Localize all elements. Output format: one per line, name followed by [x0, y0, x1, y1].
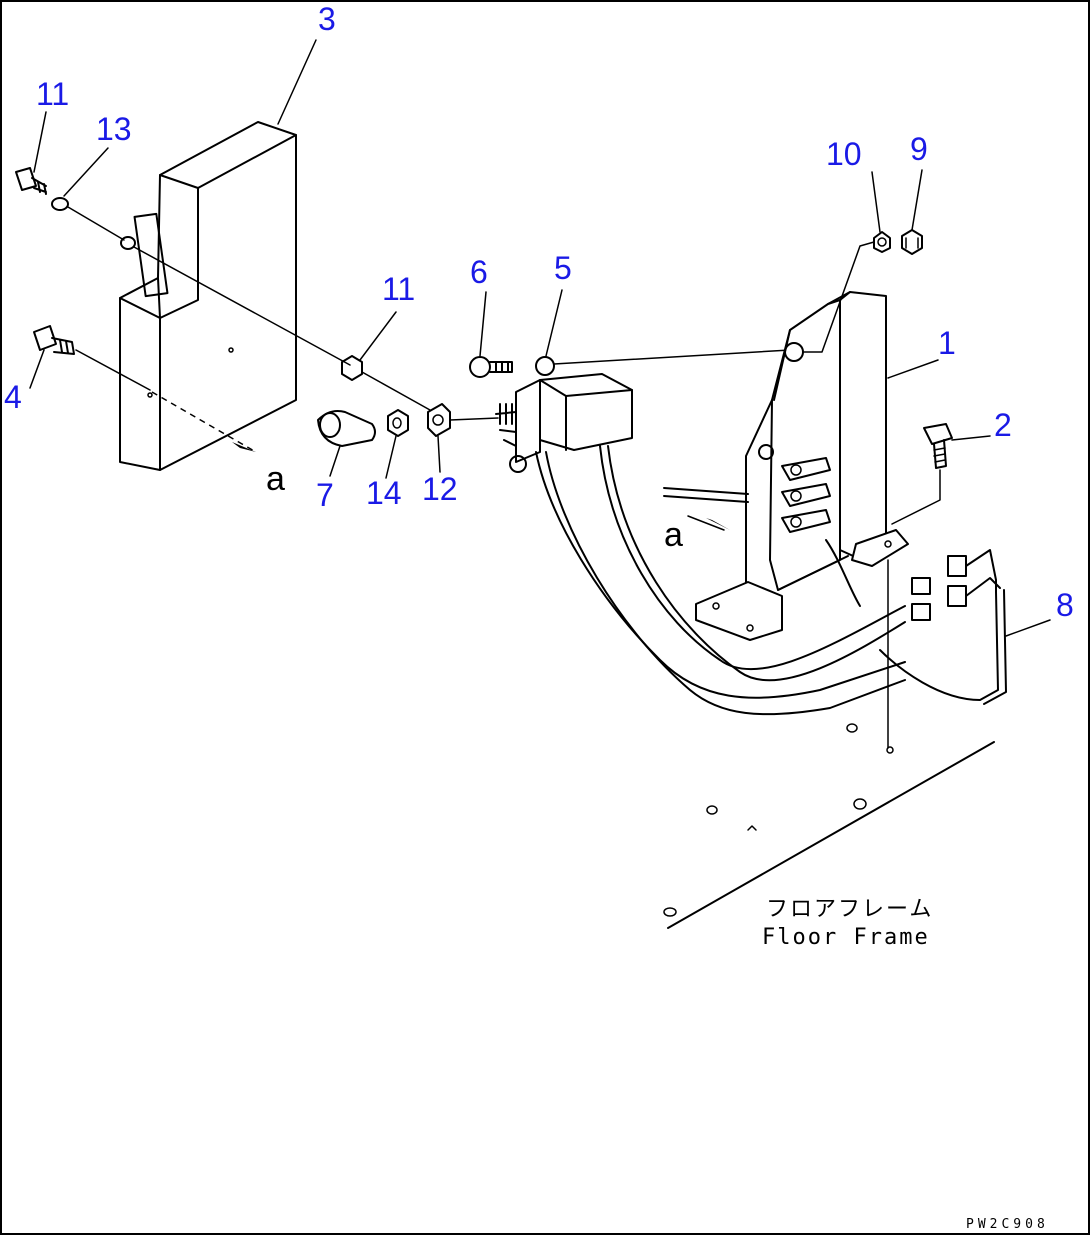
washer-part-13: [51, 197, 69, 211]
floor-frame-label-jp: フロアフレーム: [766, 897, 933, 922]
nut-part-9: [901, 229, 923, 255]
leader-7: [329, 445, 341, 477]
view-marker-a-right: a: [664, 516, 683, 554]
callout-12: 12: [422, 471, 458, 507]
arrow-a-right: [706, 518, 730, 530]
connectors-part-8: [879, 549, 1007, 705]
leader-3: [277, 39, 317, 125]
assembly-line-cover: [133, 246, 351, 366]
leader-6: [479, 291, 487, 357]
washer-part-12: [427, 403, 451, 437]
assembly-line-4a: [75, 349, 151, 391]
washer-part-10: [873, 231, 891, 253]
callout-9: 9: [910, 131, 928, 167]
floor-frame-label-en: Floor Frame: [762, 925, 930, 950]
bolt-part-2: [923, 423, 953, 469]
bolt-part-11-top: [15, 167, 47, 195]
leader-13: [63, 147, 109, 197]
floor-frame: [663, 723, 995, 929]
callout-14: 14: [366, 475, 402, 511]
assembly-dash-4: [151, 391, 257, 453]
assembly-line-13: [67, 206, 125, 241]
assembly-line-5: [553, 349, 791, 365]
leader-8: [1005, 619, 1051, 637]
cover-panel: [119, 121, 297, 471]
assembly-line-2: [891, 469, 941, 525]
leader-14: [385, 435, 397, 479]
leader-11-top: [33, 111, 47, 173]
leader-1: [887, 359, 939, 379]
arrow-a-left: [232, 442, 256, 452]
callout-4: 4: [4, 379, 22, 415]
callout-11-top: 11: [36, 76, 69, 112]
callout-7: 7: [316, 477, 334, 513]
callout-5: 5: [554, 250, 572, 286]
bolt-part-4: [33, 325, 75, 355]
callout-11-lower: 11: [382, 271, 415, 307]
callout-1: 1: [938, 325, 956, 361]
switch-part-5: [495, 356, 633, 473]
view-arrow-line: [687, 515, 725, 531]
callout-10: 10: [826, 136, 862, 172]
assembly-line-10: [803, 241, 875, 353]
leader-4: [29, 349, 45, 389]
leader-11-lower: [359, 311, 397, 361]
drawing-code: PW2C908: [966, 1217, 1049, 1232]
callout-6: 6: [470, 254, 488, 290]
leader-12: [437, 435, 441, 473]
callout-2: 2: [994, 407, 1012, 443]
assembly-line-12: [449, 417, 499, 421]
wire-harness: [535, 445, 906, 716]
leader-10: [871, 171, 881, 233]
leader-2: [951, 435, 991, 441]
callout-3: 3: [318, 1, 336, 37]
nut-part-11: [341, 355, 363, 381]
floor-hole: [886, 746, 894, 754]
callout-8: 8: [1056, 587, 1074, 623]
bracket-part-1: [663, 291, 909, 641]
leader-5: [545, 289, 563, 357]
assembly-line-11: [361, 371, 431, 411]
leader-9: [911, 169, 923, 231]
nut-part-14: [387, 409, 409, 437]
knob-part-7: [317, 410, 376, 447]
callout-13: 13: [96, 111, 132, 147]
view-marker-a-left: a: [266, 460, 285, 498]
bolt-part-6: [469, 356, 513, 378]
